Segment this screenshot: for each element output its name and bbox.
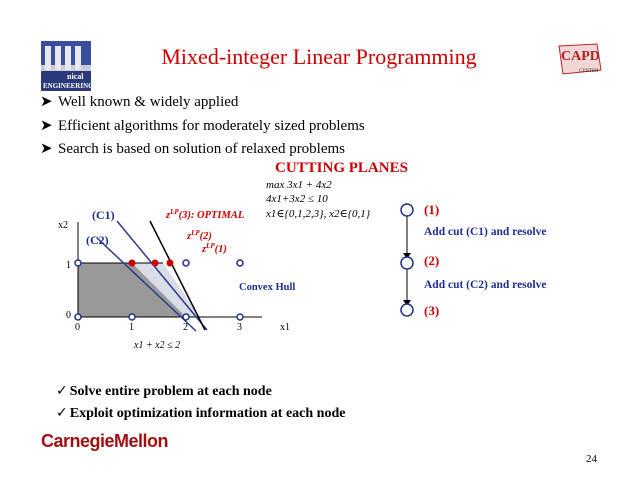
- cut-c1-line: [116, 220, 208, 331]
- checkmark-icon: ✓: [56, 405, 68, 421]
- y-tick-label: 1: [66, 260, 71, 271]
- integer-point: [74, 259, 82, 267]
- solution-point-z2: [151, 259, 159, 267]
- carnegie-mellon-logo: CarnegieMellon: [41, 431, 169, 451]
- x-tick-label: 1: [129, 322, 134, 333]
- tree-node-3-label: (3): [424, 303, 440, 318]
- integer-point: [128, 313, 136, 321]
- x-tick-label: 2: [183, 322, 188, 333]
- integer-point: [182, 313, 190, 321]
- model-constraint: 4x1+3x2 ≤ 10: [266, 193, 328, 205]
- cut-c2-line: [96, 237, 197, 332]
- bullet-item: ➤Efficient algorithms for moderately siz…: [40, 118, 365, 134]
- tree-node-3: [400, 303, 414, 317]
- cut-c1-label: (C1): [92, 208, 115, 222]
- page-number: 24: [586, 453, 597, 465]
- engineering-logo-graphic: nical ENGINEERING: [41, 41, 94, 91]
- cutting-planes-heading: CUTTING PLANES: [275, 160, 408, 176]
- z-lp-3-label: zLP(3): OPTIMAL: [165, 208, 244, 221]
- convex-hull-region: [78, 263, 186, 317]
- z-lp-2-label: zLP(2): [186, 229, 212, 242]
- arrow-bullet-icon: ➤: [40, 141, 53, 157]
- tree-node-2-label: (2): [424, 253, 440, 268]
- solution-point-z1: [166, 259, 174, 267]
- lp-constraint-line: [149, 220, 206, 331]
- constraint-label: x1 + x2 ≤ 2: [133, 340, 180, 351]
- arrow-bullet-icon: ➤: [40, 94, 53, 110]
- capd-logo-graphic: CAPD CENTER: [558, 43, 602, 75]
- capd-center-text: CENTER: [579, 69, 599, 74]
- x-tick-label: 0: [75, 322, 80, 333]
- tree-node-1-label: (1): [424, 202, 440, 217]
- arrow-bullet-icon: ➤: [40, 118, 53, 134]
- cut-c2-instruction: Add cut (C2) and resolve: [424, 279, 547, 291]
- integer-point: [236, 259, 244, 267]
- integer-point: [74, 313, 82, 321]
- z-lp-1-label: zLP(1): [201, 242, 227, 255]
- capd-text: CAPD: [561, 49, 600, 64]
- integer-point: [182, 259, 190, 267]
- model-objective: max 3x1 + 4x2: [266, 179, 332, 191]
- checkmark-icon: ✓: [56, 383, 68, 399]
- convex-hull-label: Convex Hull: [239, 282, 295, 293]
- y-axis-label: x2: [58, 220, 68, 231]
- cut-c1-instruction: Add cut (C1) and resolve: [424, 226, 547, 238]
- x-tick-label: 3: [237, 322, 242, 333]
- y-tick-label: 0: [66, 310, 71, 321]
- tree-arrowhead-icon: [403, 300, 411, 306]
- check-item: ✓Solve entire problem at each node: [56, 383, 272, 399]
- integer-point: [236, 313, 244, 321]
- relaxed-region: [132, 263, 200, 317]
- solution-point-z3: [128, 259, 136, 267]
- check-item: ✓Exploit optimization information at eac…: [56, 405, 346, 421]
- tree-node-1: [400, 203, 414, 217]
- tree-arrowhead-icon: [403, 253, 411, 259]
- slide-title: Mixed-integer Linear Programming: [161, 44, 477, 69]
- bullet-item: ➤Well known & widely applied: [40, 94, 239, 110]
- capd-logo: CAPD CENTER: [549, 38, 609, 80]
- bullet-item: ➤Search is based on solution of relaxed …: [40, 141, 346, 157]
- logo-text-1: nical: [67, 72, 84, 81]
- model-domain: x1∈{0,1,2,3}, x2∈{0,1}: [266, 208, 371, 220]
- engineering-logo: nical ENGINEERING: [41, 41, 94, 91]
- x-axis-label: x1: [280, 322, 290, 333]
- cut-c2-label: (C2): [86, 233, 109, 247]
- tree-node-2: [400, 256, 414, 270]
- logo-text-2: ENGINEERING: [43, 82, 91, 90]
